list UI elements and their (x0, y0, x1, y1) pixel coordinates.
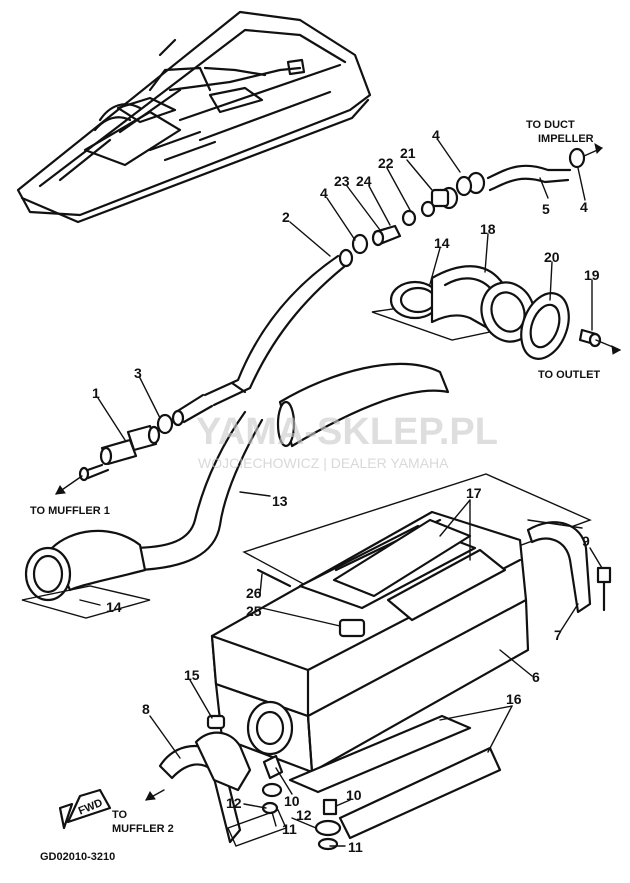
callout-16: 16 (506, 691, 522, 707)
to-duct-label-line2: IMPELLER (538, 133, 594, 145)
to-muffler2-label-line2: MUFFLER 2 (112, 823, 174, 835)
hose-2 (171, 248, 354, 427)
elbow-18-assembly (371, 265, 602, 360)
hose-13 (21, 362, 450, 619)
callout-24: 24 (356, 173, 372, 189)
muffler-6 (210, 473, 592, 774)
to-duct-label-line1: TO DUCT (526, 119, 575, 131)
callout-15: 15 (184, 667, 200, 683)
strap-7-and-bolt-9 (526, 519, 612, 614)
callout-25: 25 (246, 603, 262, 619)
watercraft-illustration (16, 10, 372, 224)
callout-2: 2 (282, 209, 290, 225)
callout-6: 6 (532, 669, 540, 685)
callout-18: 18 (480, 221, 496, 237)
callout-8: 8 (142, 701, 150, 717)
to-outlet-label: TO OUTLET (538, 369, 600, 381)
callout-9: 9 (582, 533, 590, 549)
callout-11: 11 (348, 839, 363, 855)
callout-21: 21 (400, 145, 416, 161)
callout-10: 10 (284, 793, 300, 809)
to-muffler1-label: TO MUFFLER 1 (30, 505, 110, 517)
callout-11: 11 (282, 821, 297, 837)
callout-14: 14 (106, 599, 122, 615)
hose-and-fittings-upper (351, 147, 586, 255)
fwd-arrow-icon: FWD (58, 788, 112, 830)
callout-13: 13 (272, 493, 288, 509)
text-labels: TO DUCT IMPELLER TO OUTLET TO MUFFLER 1 … (30, 119, 600, 863)
callout-4: 4 (432, 127, 440, 143)
callout-7: 7 (554, 627, 562, 643)
watermark-subtitle: WOJCIECHOWICZ | DEALER YAMAHA (198, 455, 449, 471)
callout-10: 10 (346, 787, 362, 803)
direction-arrows (55, 143, 622, 801)
watermark: YAMA-SKLEP.PL WOJCIECHOWICZ | DEALER YAM… (196, 411, 498, 471)
callout-4: 4 (580, 199, 588, 215)
callout-17: 17 (466, 485, 482, 501)
plates-16 (288, 714, 502, 840)
diagram-code: GD02010-3210 (40, 851, 115, 863)
callout-19: 19 (584, 267, 600, 283)
callout-4: 4 (320, 185, 328, 201)
callout-1: 1 (92, 385, 100, 401)
callout-23: 23 (334, 173, 350, 189)
leader-lines (79, 139, 603, 847)
callout-12: 12 (296, 807, 312, 823)
part-callouts: 4 5 4 21 22 24 23 4 2 14 18 20 19 3 1 13… (92, 127, 600, 855)
callout-12: 12 (226, 795, 242, 811)
watermark-title: YAMA-SKLEP.PL (196, 411, 498, 453)
callout-20: 20 (544, 249, 560, 265)
strap-8-and-band-15 (158, 714, 287, 847)
callout-3: 3 (134, 365, 142, 381)
callout-14: 14 (434, 235, 450, 251)
to-muffler2-label-line1: TO (112, 809, 128, 821)
callout-26: 26 (246, 585, 262, 601)
clamp-3-and-joint-1 (78, 413, 174, 482)
callout-22: 22 (378, 155, 394, 171)
callout-5: 5 (542, 201, 550, 217)
